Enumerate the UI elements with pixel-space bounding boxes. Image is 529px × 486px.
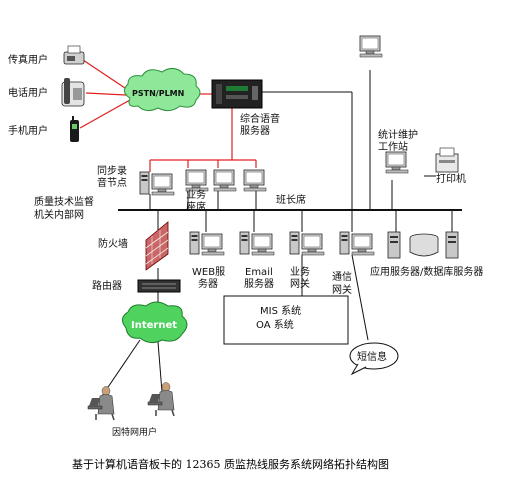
biz-seat-1-icon	[185, 169, 209, 192]
fax-user-label: 传真用户	[8, 53, 48, 66]
mis-oa-box	[223, 295, 349, 345]
email-server-label-2: 服务器	[244, 277, 274, 290]
sync-node-pc-icon	[139, 171, 175, 196]
internet-user-2-icon	[147, 381, 175, 417]
internet-label: Internet	[131, 320, 177, 331]
ivr-server-label-1: 综合语音	[240, 112, 280, 125]
web-server-label-2: 务器	[198, 277, 218, 290]
web-server-label-1: WEB服	[192, 266, 225, 278]
diagram-caption: 基于计算机语音板卡的 12365 质监热线服务系统网络拓扑结构图	[72, 457, 389, 471]
email-server-icon	[239, 231, 275, 256]
comm-gateway-label-2: 网关	[332, 283, 352, 296]
database-icon	[409, 233, 439, 257]
printer-icon	[435, 147, 459, 173]
intranet-label-2: 机关内部网	[34, 208, 84, 221]
biz-gateway-icon	[289, 231, 325, 256]
monitor-icon	[359, 35, 383, 58]
app-server-icon	[387, 231, 401, 259]
mobile-phone-icon	[70, 116, 79, 142]
connection-lines	[79, 57, 462, 397]
printer-label: 打印机	[436, 172, 466, 185]
intranet-label-1: 质量技术监督	[34, 195, 94, 208]
leader-seat-label: 班长席	[276, 193, 306, 206]
leader-seat-icon	[243, 169, 267, 192]
stats-workstation-icon	[385, 151, 409, 174]
stats-workstation-label-1: 统计维护	[378, 128, 418, 141]
db-server-icon	[445, 231, 459, 259]
internet-user-label: 因特网用户	[112, 426, 157, 438]
mis-system-label: MIS 系统	[260, 304, 301, 317]
biz-gateway-label-2: 网关	[290, 277, 310, 290]
biz-seat-2-icon	[213, 169, 237, 192]
internet-user-1-icon	[87, 385, 115, 421]
sync-node-label-2: 音节点	[97, 176, 127, 189]
mobile-user-label: 手机用户	[8, 124, 48, 137]
fax-icon	[63, 45, 85, 65]
biz-gateway-label-1: 业务	[290, 265, 310, 278]
stats-workstation-label-2: 工作站	[378, 140, 408, 153]
ivr-server-icon	[211, 79, 263, 109]
web-server-icon	[189, 231, 225, 256]
oa-system-label: OA 系统	[256, 318, 294, 331]
app-db-server-label: 应用服务器/数据库服务器	[370, 265, 483, 278]
firewall-label: 防火墙	[98, 237, 128, 250]
pstn-label: PSTN/PLMN	[132, 89, 184, 98]
router-label: 路由器	[92, 279, 122, 292]
sync-node-label-1: 同步录	[97, 165, 127, 177]
comm-gateway-icon	[339, 231, 375, 256]
phone-user-label: 电话用户	[8, 86, 48, 99]
comm-gateway-label-1: 通信	[332, 271, 352, 283]
email-server-label-1: Email	[245, 267, 273, 278]
phone-icon	[61, 78, 85, 107]
biz-seat-label-1: 业务	[186, 188, 206, 201]
ivr-server-label-2: 服务器	[240, 124, 270, 137]
pstn-cloud-icon	[124, 68, 201, 112]
biz-seat-label-2: 座席	[186, 200, 206, 213]
sms-bubble-icon	[349, 342, 399, 376]
router-icon	[137, 279, 181, 293]
sms-label: 短信息	[357, 350, 387, 363]
firewall-icon	[145, 221, 169, 271]
internet-cloud-icon	[122, 301, 188, 344]
